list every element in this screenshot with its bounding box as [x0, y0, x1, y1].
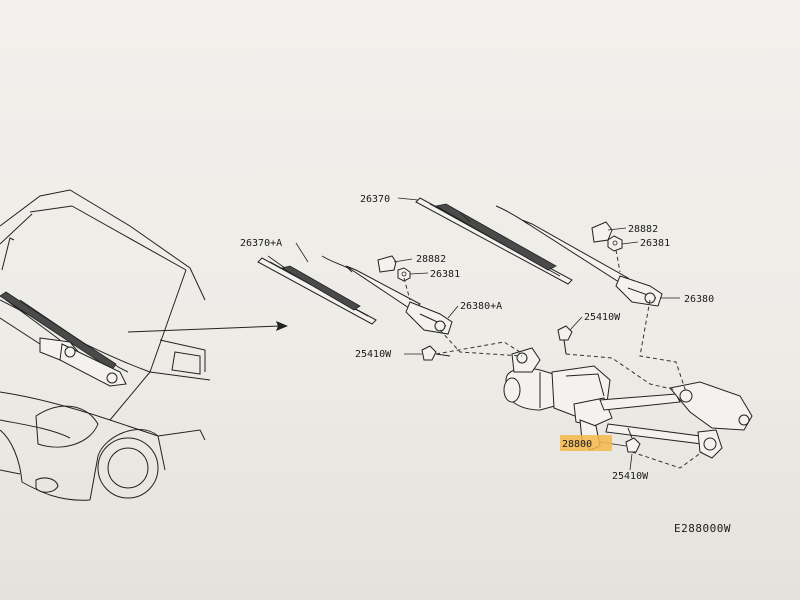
label-28882-right: 28882 — [628, 224, 658, 235]
label-28882-left: 28882 — [416, 254, 446, 265]
label-28800: 28800 — [562, 439, 592, 450]
vehicle-outline — [0, 189, 211, 501]
nut-left — [397, 267, 411, 282]
nut-right — [607, 235, 623, 252]
wiper-arm-left — [321, 255, 453, 335]
label-26370-a: 26370+A — [240, 238, 282, 249]
cap-left — [377, 255, 397, 273]
label-26380: 26380 — [684, 294, 714, 305]
assembly-dashed-lines — [403, 249, 703, 469]
part-labels: 26370 26370+A 28882 26381 26380+A 28882 … — [240, 194, 714, 482]
label-25410w-left: 25410W — [355, 349, 392, 360]
label-26381-left: 26381 — [430, 269, 460, 280]
label-25410w-top: 25410W — [584, 312, 621, 323]
bolt-top — [557, 325, 573, 355]
diagram-code: E288000W — [674, 522, 731, 535]
part-28800-highlight — [560, 435, 612, 451]
wiper-blade-right — [415, 197, 573, 285]
bolt-left — [421, 345, 451, 361]
pointer-arrow — [127, 321, 288, 333]
bolt-bottom — [625, 427, 641, 453]
label-26370: 26370 — [360, 194, 390, 205]
label-25410w-bottom: 25410W — [612, 471, 649, 482]
cap-right — [591, 221, 613, 243]
label-26381-right: 26381 — [640, 238, 670, 249]
vehicle-wiper-assembly — [0, 291, 127, 387]
label-26380-a: 26380+A — [460, 301, 502, 312]
wiper-arm-right — [495, 205, 663, 307]
wiper-blade-left — [257, 255, 377, 325]
